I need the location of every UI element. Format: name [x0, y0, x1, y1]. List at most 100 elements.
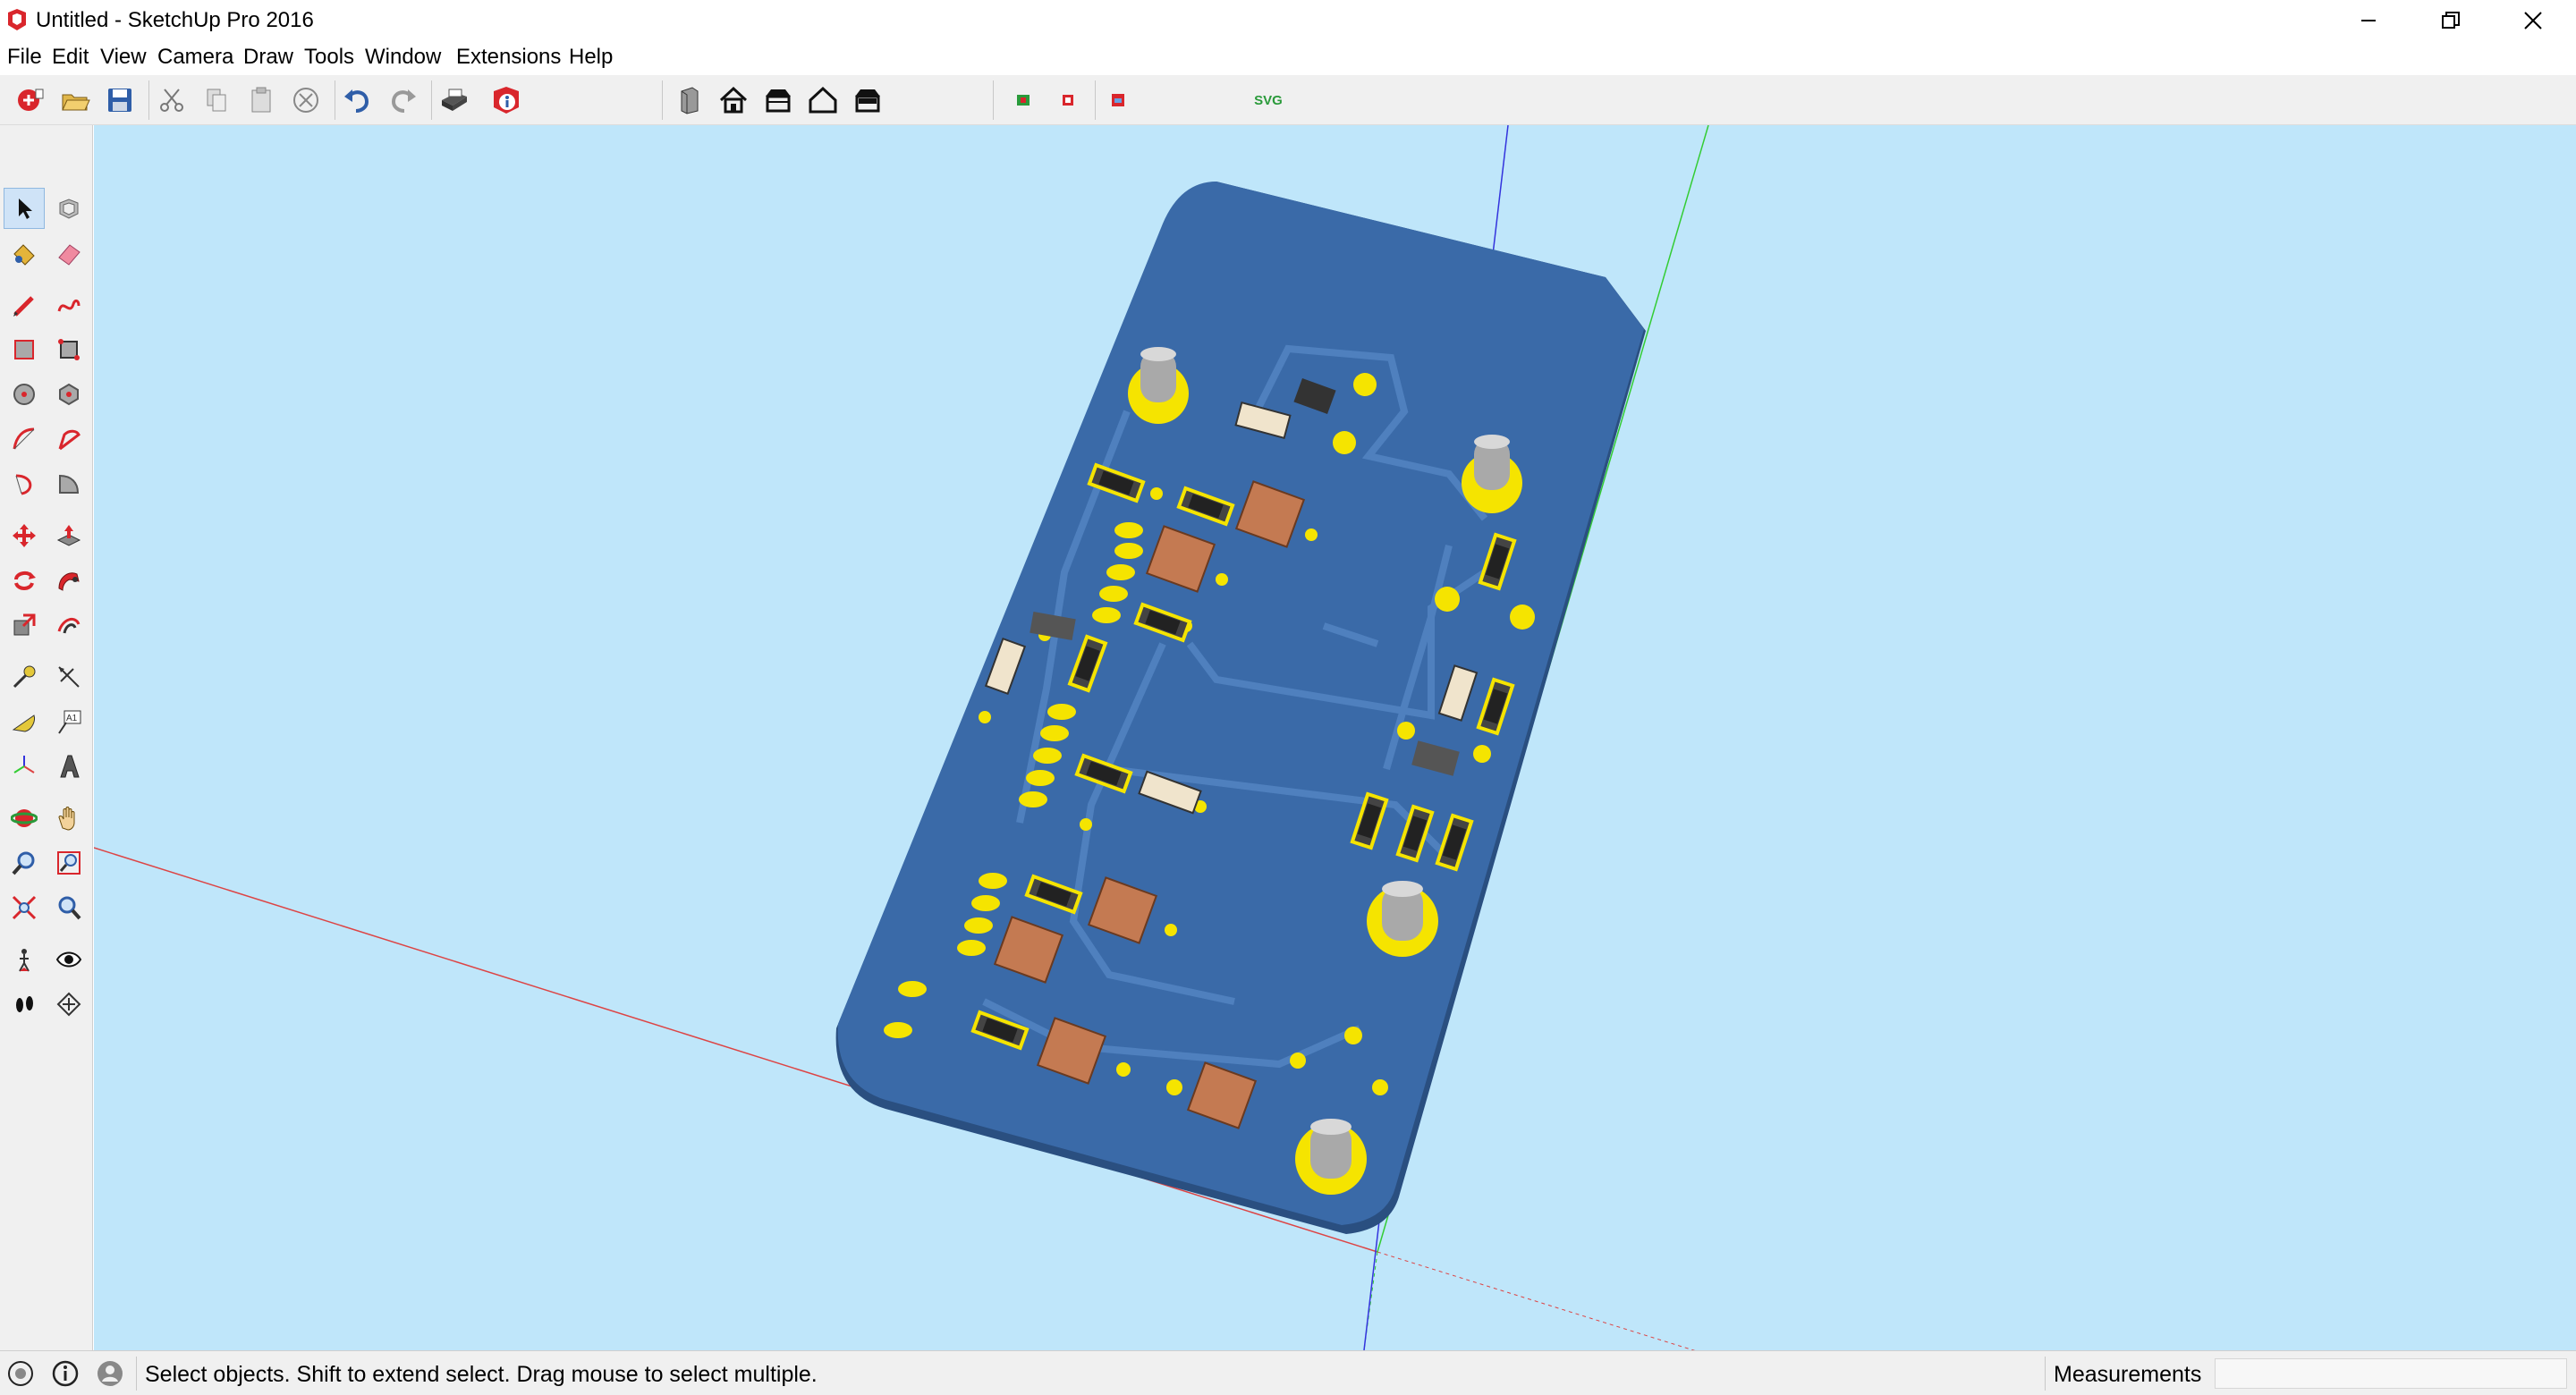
scale-icon — [13, 613, 36, 636]
house-front-icon — [766, 89, 791, 113]
follow-me-icon — [58, 572, 80, 591]
freehand-tool[interactable] — [48, 284, 89, 326]
menu-camera[interactable]: Camera — [157, 45, 234, 69]
model-info-button[interactable] — [487, 80, 526, 120]
rectangle-tool[interactable] — [4, 329, 45, 370]
circle-tool[interactable] — [4, 374, 45, 415]
menu-window[interactable]: Window — [365, 45, 442, 69]
geo-location-icon[interactable] — [5, 1358, 36, 1389]
3d-text-icon — [60, 755, 80, 778]
view-front-button[interactable] — [758, 80, 798, 120]
left-tool-palette: A1 — [0, 125, 93, 1350]
menu-edit[interactable]: Edit — [52, 45, 89, 69]
text-tool[interactable]: A1 — [48, 701, 89, 742]
pcb-pads — [884, 373, 1535, 1095]
push-pull-tool[interactable] — [48, 515, 89, 556]
save-disk-icon — [108, 89, 131, 112]
model-viewport[interactable] — [94, 125, 2576, 1350]
two-point-arc-tool[interactable] — [48, 418, 89, 460]
plugin-button-3[interactable] — [1098, 80, 1138, 120]
magnifier-icon — [12, 851, 35, 875]
polygon-tool[interactable] — [48, 374, 89, 415]
toolbar-separator — [993, 80, 994, 120]
eraser-tool[interactable] — [48, 232, 89, 274]
print-button[interactable] — [435, 80, 474, 120]
previous-view-tool[interactable] — [48, 887, 89, 928]
arc-tool[interactable] — [4, 418, 45, 460]
pcb-board[interactable] — [835, 182, 1646, 1234]
line-tool[interactable] — [4, 284, 45, 326]
erase-button[interactable] — [286, 80, 326, 120]
measurements-input[interactable] — [2215, 1358, 2567, 1389]
new-file-icon — [18, 89, 44, 111]
new-button[interactable] — [11, 80, 50, 120]
section-plane-tool[interactable] — [48, 984, 89, 1025]
copy-button[interactable] — [197, 80, 236, 120]
select-tool[interactable] — [4, 188, 45, 229]
three-point-arc-tool[interactable] — [4, 463, 45, 504]
title-bar: Untitled - SketchUp Pro 2016 — [0, 0, 2576, 41]
section-plane-icon — [56, 992, 81, 1017]
position-camera-tool[interactable] — [4, 939, 45, 980]
tape-measure-tool[interactable] — [4, 656, 45, 698]
cut-button[interactable] — [152, 80, 191, 120]
dimension-tool[interactable] — [48, 656, 89, 698]
zoom-tool[interactable] — [4, 842, 45, 884]
redo-button[interactable] — [383, 80, 422, 120]
look-around-tool[interactable] — [48, 939, 89, 980]
restore-icon — [2442, 12, 2460, 29]
pie-tool[interactable] — [48, 463, 89, 504]
rotate-tool[interactable] — [4, 560, 45, 601]
zoom-window-icon — [57, 851, 80, 875]
walk-tool[interactable] — [4, 984, 45, 1025]
menu-view[interactable]: View — [100, 45, 147, 69]
pan-tool[interactable] — [48, 798, 89, 839]
account-icon[interactable] — [95, 1358, 125, 1389]
axes-tool[interactable] — [4, 746, 45, 787]
arc-icon — [13, 427, 35, 450]
paint-bucket-tool[interactable] — [4, 232, 45, 274]
zoom-window-tool[interactable] — [48, 842, 89, 884]
view-top-button[interactable] — [714, 80, 753, 120]
scale-tool[interactable] — [4, 604, 45, 646]
orbit-tool[interactable] — [4, 798, 45, 839]
menu-file[interactable]: File — [7, 45, 42, 69]
copy-icon — [207, 89, 226, 112]
scene-canvas[interactable] — [94, 125, 2576, 1350]
info-icon[interactable] — [50, 1358, 80, 1389]
protractor-tool[interactable] — [4, 701, 45, 742]
paint-bucket-icon — [13, 244, 35, 266]
scissors-icon — [160, 89, 183, 112]
text-icon: A1 — [58, 710, 81, 734]
menu-extensions[interactable]: Extensions — [456, 45, 562, 69]
minimize-button[interactable] — [2327, 0, 2410, 41]
restore-button[interactable] — [2410, 0, 2492, 41]
move-tool[interactable] — [4, 515, 45, 556]
zoom-extents-tool[interactable] — [4, 887, 45, 928]
plugin-button-2[interactable] — [1048, 80, 1088, 120]
pcb-components — [970, 378, 1517, 1129]
save-button[interactable] — [100, 80, 140, 120]
close-button[interactable] — [2492, 0, 2574, 41]
follow-me-tool[interactable] — [48, 560, 89, 601]
menu-draw[interactable]: Draw — [243, 45, 294, 69]
undo-button[interactable] — [338, 80, 377, 120]
iso-view-icon — [681, 87, 699, 114]
rotated-rectangle-tool[interactable] — [48, 329, 89, 370]
previous-view-icon — [58, 896, 81, 920]
offset-icon — [57, 617, 80, 634]
make-component-tool[interactable] — [48, 188, 89, 229]
menu-help[interactable]: Help — [569, 45, 614, 69]
view-right-button[interactable] — [803, 80, 843, 120]
open-button[interactable] — [55, 80, 95, 120]
paste-button[interactable] — [242, 80, 281, 120]
view-back-button[interactable] — [848, 80, 887, 120]
3d-text-tool[interactable] — [48, 746, 89, 787]
view-iso-button[interactable] — [669, 80, 708, 120]
svg-export-button[interactable]: SVG — [1249, 80, 1288, 120]
menu-tools[interactable]: Tools — [304, 45, 355, 69]
offset-tool[interactable] — [48, 604, 89, 646]
component-icon — [59, 199, 79, 219]
house-side-icon — [809, 86, 837, 114]
plugin-button-1[interactable] — [1004, 80, 1043, 120]
